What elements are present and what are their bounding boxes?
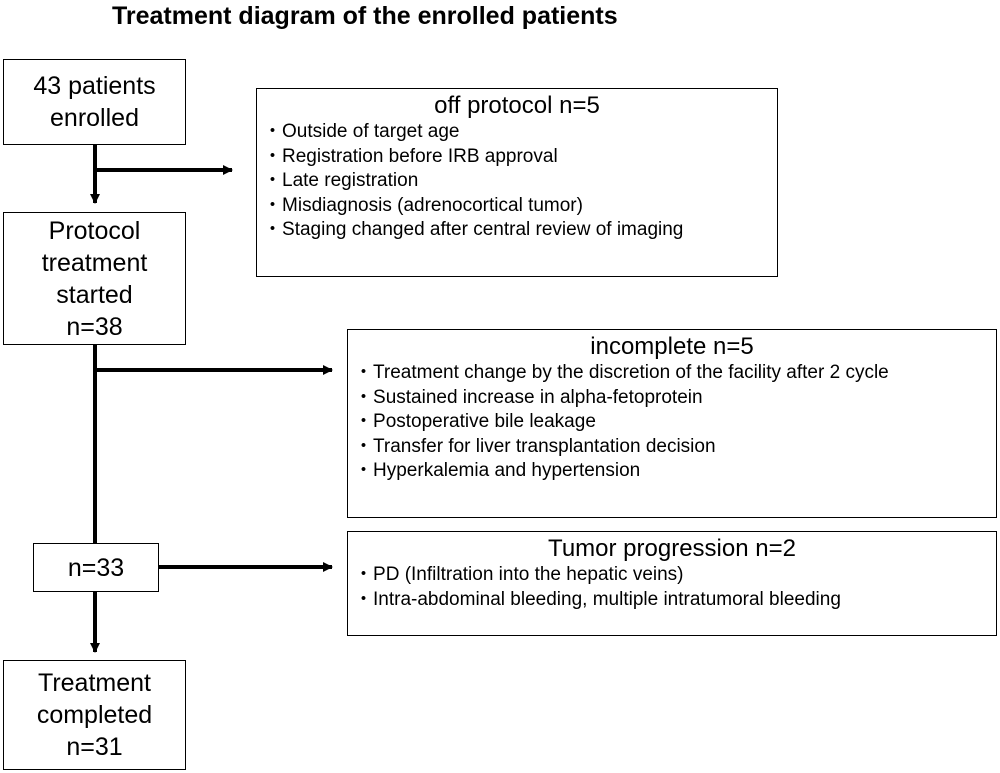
list-item-text: Outside of target age — [282, 121, 460, 142]
diagram-title: Treatment diagram of the enrolled patien… — [112, 2, 618, 30]
list-item-text: Postoperative bile leakage — [373, 411, 596, 432]
list-item-text: Treatment change by the discretion of th… — [373, 362, 889, 383]
node-started-line-1: Protocol — [48, 216, 141, 245]
list-item-text: Intra-abdominal bleeding, multiple intra… — [373, 588, 841, 610]
node-started-line-2: treatment — [41, 248, 148, 277]
bullet: ・ — [263, 121, 283, 142]
bullet: ・ — [354, 460, 374, 481]
box-off-protocol: off protocol n=5 ・Outside of target age … — [256, 88, 778, 277]
bullet: ・ — [354, 435, 374, 457]
node-n33-line-1: n=33 — [67, 553, 125, 582]
list-item: ・PD (Infiltration into the hepatic veins… — [354, 563, 990, 588]
node-n33: n=33 — [33, 543, 159, 592]
list-item: ・Intra-abdominal bleeding, multiple intr… — [354, 588, 990, 613]
box-tumor-progression: Tumor progression n=2 ・PD (Infiltration … — [347, 531, 997, 636]
node-enrolled-line-1: 43 patients — [33, 72, 156, 100]
bullet: ・ — [354, 588, 374, 610]
node-treatment-completed: Treatment completed n=31 — [3, 660, 186, 770]
tumor-progression-title: Tumor progression n=2 — [548, 535, 796, 562]
list-item: ・Treatment change by the discretion of t… — [354, 361, 990, 386]
list-item-text: Hyperkalemia and hypertension — [373, 460, 641, 481]
node-enrolled-line-2: enrolled — [50, 104, 139, 132]
list-item: ・Late registration — [263, 169, 771, 194]
list-item: ・Registration before IRB approval — [263, 145, 771, 170]
bullet: ・ — [354, 411, 374, 432]
node-completed-line-3: n=31 — [66, 733, 123, 761]
list-item-text: Transfer for liver transplantation decis… — [373, 435, 716, 457]
list-item: ・Sustained increase in alpha-fetoprotein — [354, 386, 990, 411]
bullet: ・ — [263, 145, 283, 167]
node-enrolled: 43 patients enrolled — [3, 59, 186, 145]
node-protocol-started: Protocol treatment started n=38 — [3, 212, 186, 345]
off-protocol-list: ・Outside of target age ・Registration bef… — [263, 120, 771, 243]
bullet: ・ — [263, 170, 283, 191]
node-started-line-4: n=38 — [66, 312, 123, 341]
list-item: ・Hyperkalemia and hypertension — [354, 459, 990, 484]
bullet: ・ — [263, 194, 283, 216]
list-item-text: Misdiagnosis (adrenocortical tumor) — [282, 194, 583, 216]
node-completed-line-2: completed — [36, 701, 153, 729]
incomplete-title: incomplete n=5 — [590, 333, 754, 360]
box-incomplete: incomplete n=5 ・Treatment change by the … — [347, 329, 997, 518]
node-started-line-3: started — [56, 280, 133, 309]
list-item: ・Postoperative bile leakage — [354, 410, 990, 435]
list-item-text: Sustained increase in alpha-fetoprotein — [373, 386, 703, 408]
node-completed-line-1: Treatment — [37, 669, 151, 697]
bullet: ・ — [354, 362, 374, 383]
list-item-text: Registration before IRB approval — [282, 145, 558, 167]
bullet: ・ — [354, 564, 374, 585]
list-item: ・Transfer for liver transplantation deci… — [354, 435, 990, 460]
list-item-text: Staging changed after central review of … — [282, 219, 684, 240]
incomplete-list: ・Treatment change by the discretion of t… — [354, 361, 990, 484]
off-protocol-title: off protocol n=5 — [434, 92, 600, 119]
list-item-text: Late registration — [282, 170, 419, 191]
bullet: ・ — [354, 386, 374, 408]
list-item-text: PD (Infiltration into the hepatic veins) — [373, 564, 684, 585]
bullet: ・ — [263, 219, 283, 240]
list-item: ・Outside of target age — [263, 120, 771, 145]
tumor-progression-list: ・PD (Infiltration into the hepatic veins… — [354, 563, 990, 612]
list-item: ・Staging changed after central review of… — [263, 218, 771, 243]
list-item: ・Misdiagnosis (adrenocortical tumor) — [263, 194, 771, 219]
